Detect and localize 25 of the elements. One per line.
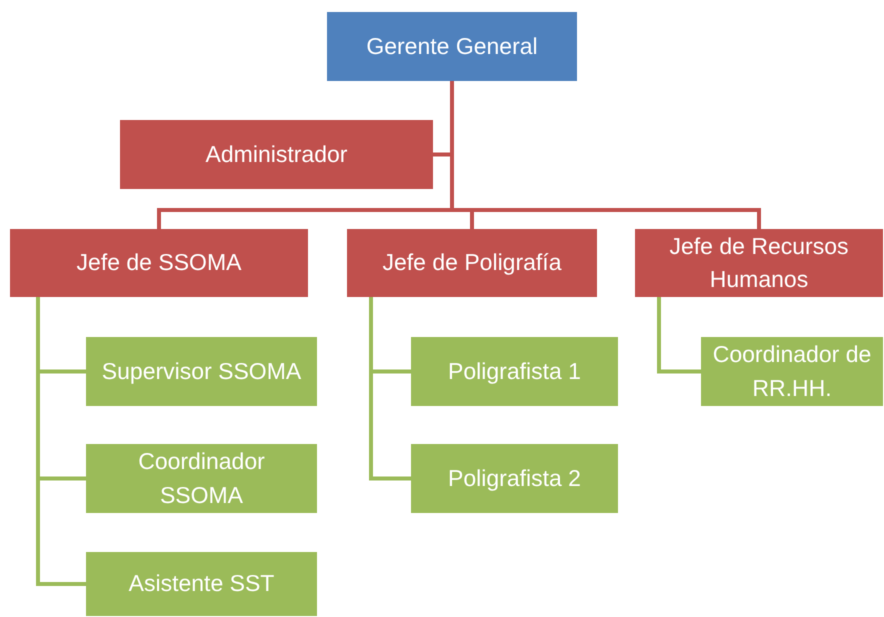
position-box bbox=[86, 337, 317, 406]
position-title: Poligrafista 1 bbox=[448, 356, 581, 386]
position-title: Jefe de Recursos Humanos bbox=[668, 232, 850, 294]
connector-line bbox=[369, 297, 411, 480]
connector-line bbox=[450, 81, 761, 229]
position-box bbox=[635, 229, 883, 297]
position-title: Administrador bbox=[206, 140, 348, 169]
position-box bbox=[327, 12, 577, 81]
position-box bbox=[10, 229, 308, 297]
position-box bbox=[701, 337, 883, 406]
position-title: Poligrafista 2 bbox=[448, 464, 581, 493]
position-title: Jefe de Poligrafía bbox=[382, 248, 562, 278]
position-title: Asistente SST bbox=[128, 569, 274, 598]
position-box bbox=[411, 444, 618, 513]
position-box bbox=[120, 120, 433, 189]
position-title: Coordinador SSOMA bbox=[137, 447, 266, 510]
position-box bbox=[411, 337, 618, 406]
position-title: Jefe de SSOMA bbox=[76, 248, 242, 278]
position-box bbox=[86, 444, 317, 513]
position-title: Coordinador de RR.HH. bbox=[712, 340, 872, 402]
position-title: Supervisor SSOMA bbox=[102, 356, 302, 386]
position-title: Gerente General bbox=[366, 32, 538, 61]
connector-line bbox=[657, 297, 701, 374]
position-box bbox=[347, 229, 597, 297]
position-box bbox=[86, 552, 317, 616]
